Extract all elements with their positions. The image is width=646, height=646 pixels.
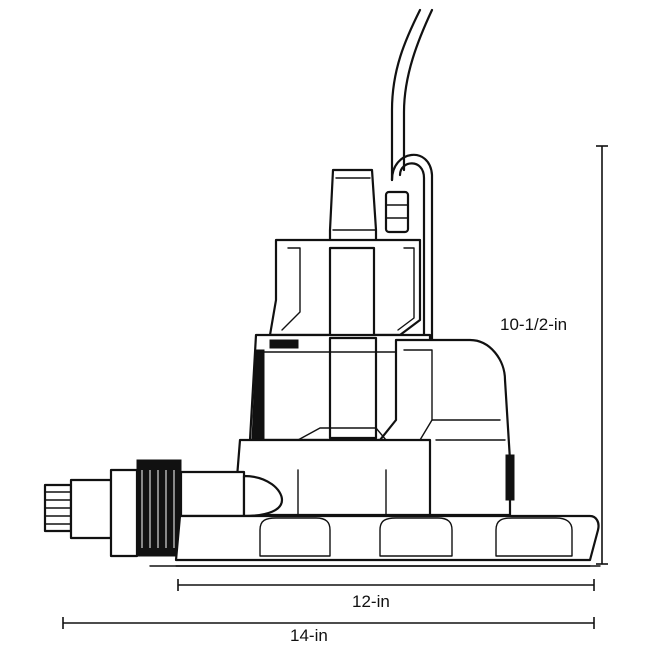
discharge-knurl: [141, 470, 175, 548]
height-label: 10-1/2-in: [500, 315, 567, 334]
discharge-outlet: [43, 459, 284, 558]
height-dimension: [596, 145, 608, 565]
motor-housing-upper: [268, 238, 422, 340]
power-cord: [384, 8, 434, 342]
pump-base: [149, 514, 601, 567]
base-width-label: 12-in: [352, 592, 390, 611]
pump-handle: [328, 168, 378, 252]
overall-width-dimension: [62, 617, 595, 629]
base-width-dimension: [177, 579, 595, 591]
overall-width-label: 14-in: [290, 626, 328, 645]
motor-housing-middle: [248, 333, 432, 442]
